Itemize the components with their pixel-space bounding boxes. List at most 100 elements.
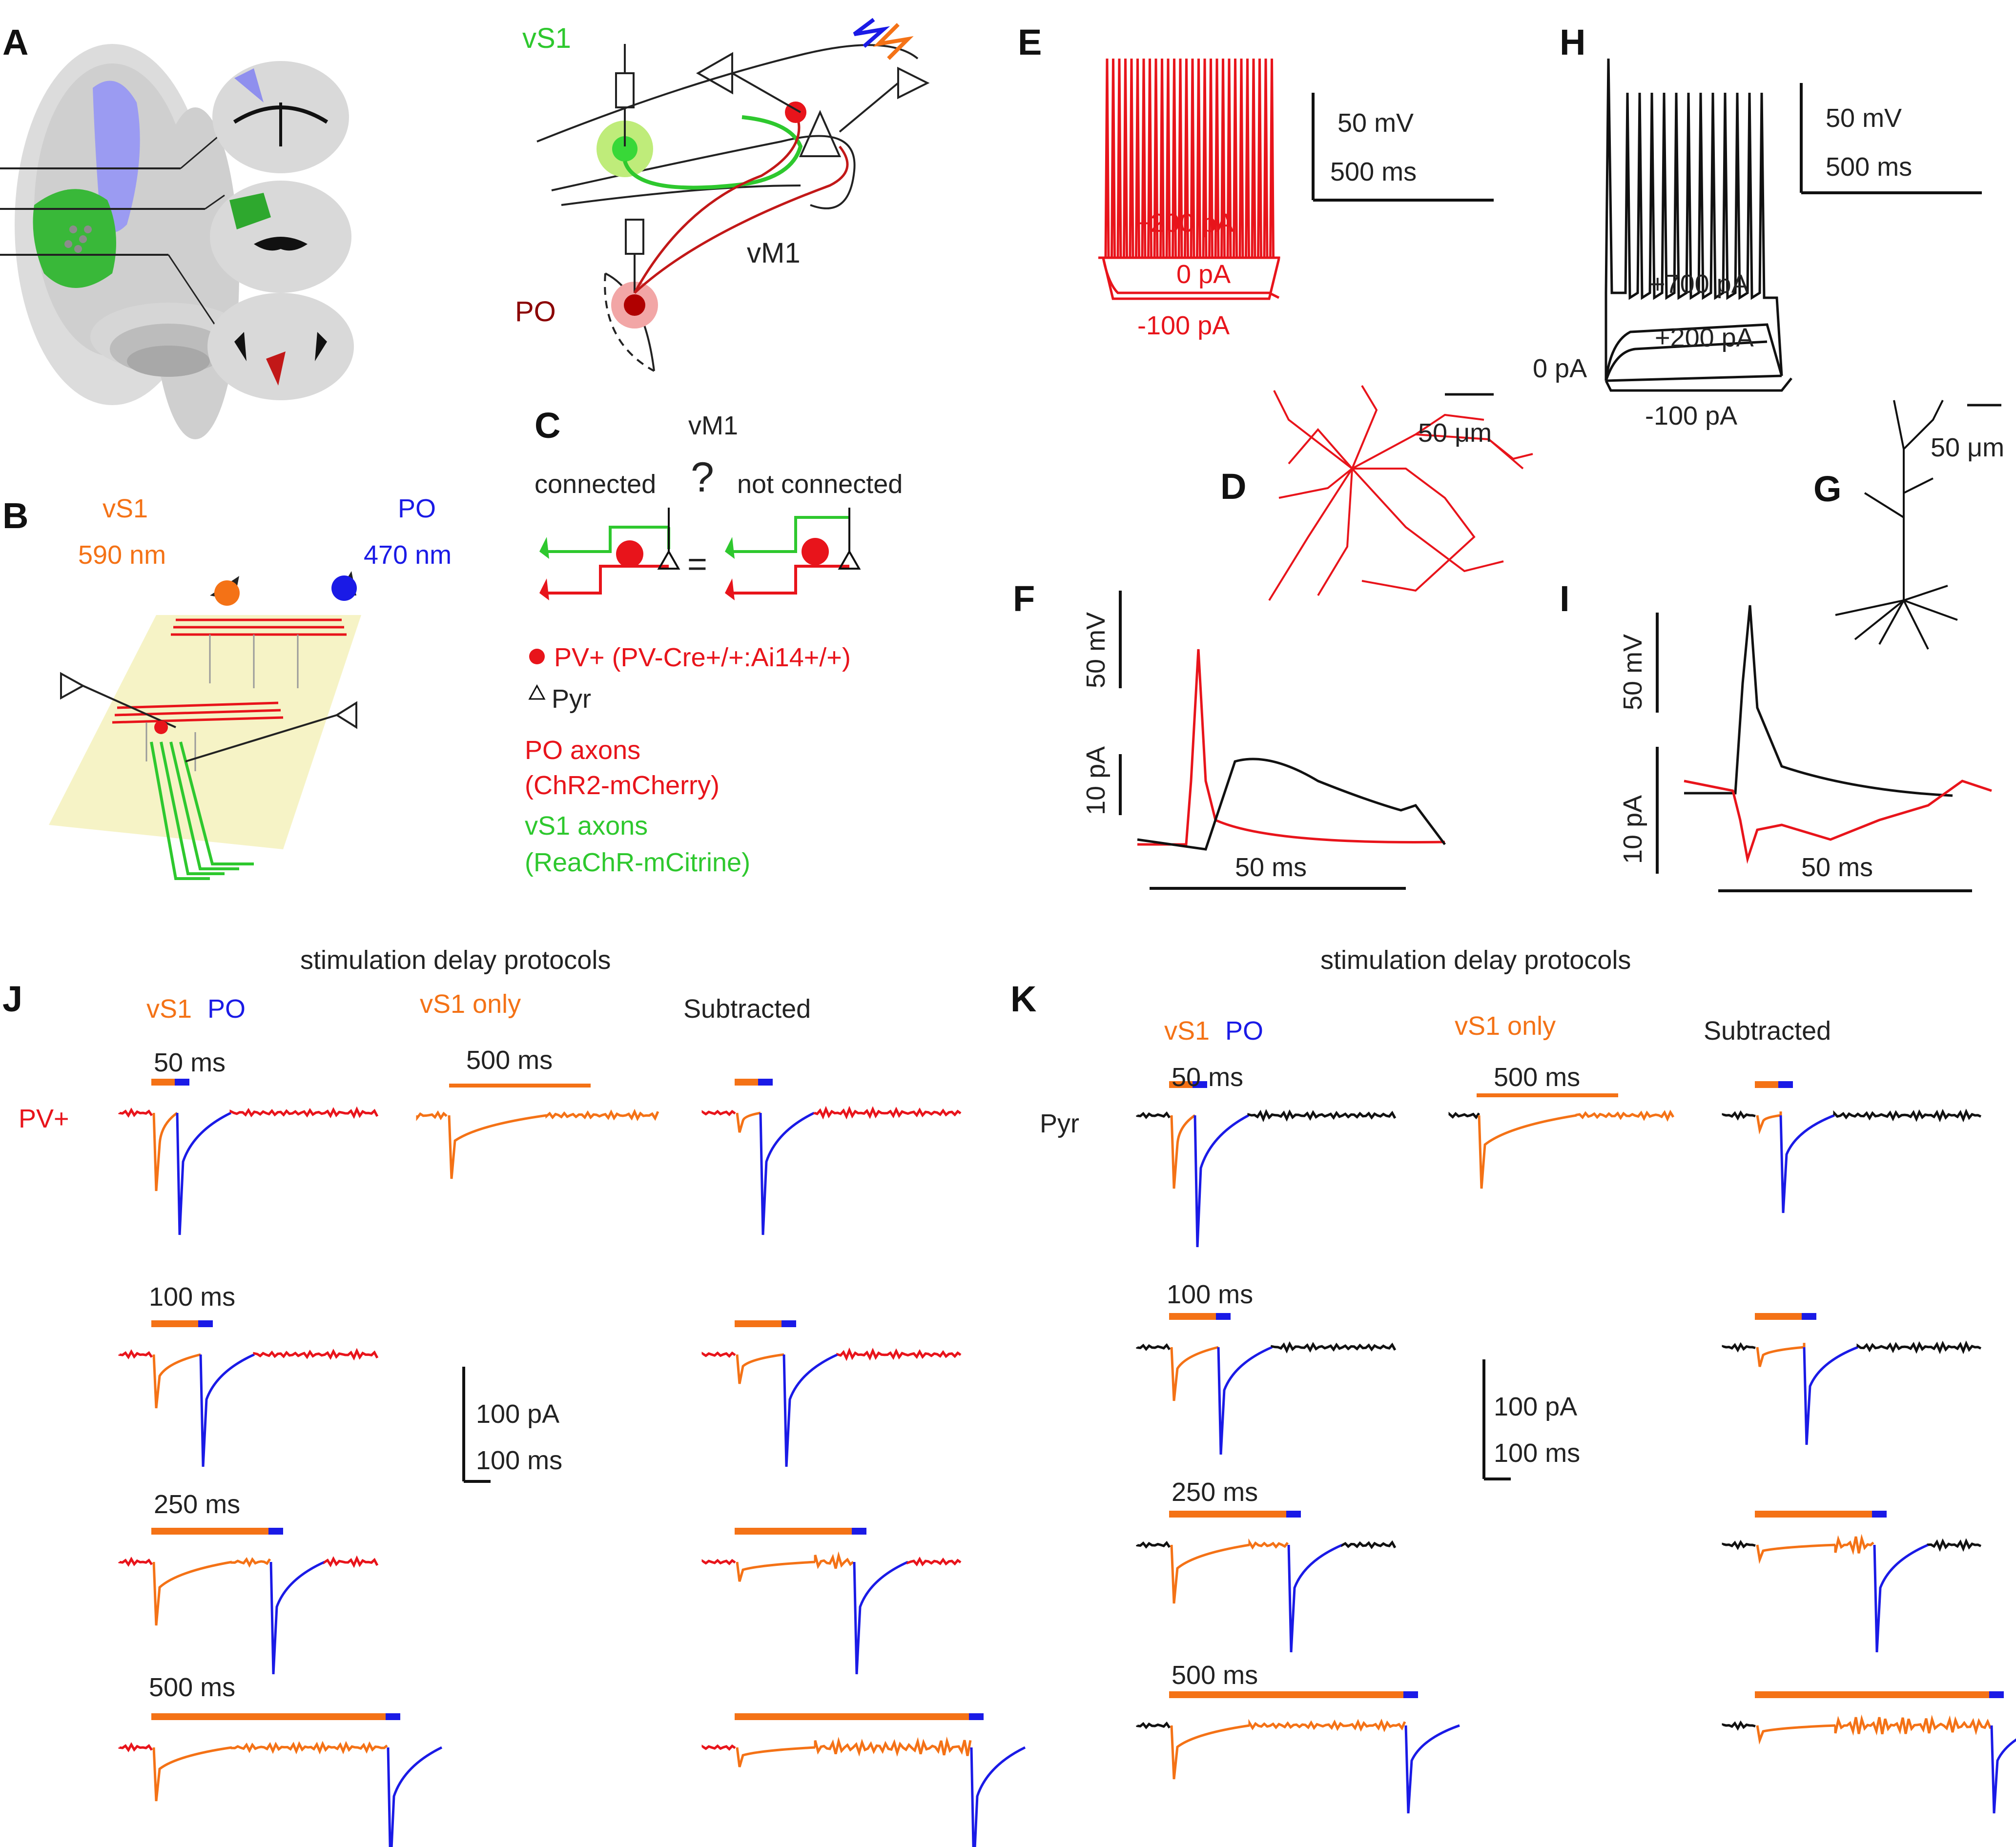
k-sub-row2-baseline-pre	[1722, 1539, 1756, 1550]
k-row1-baseline-pre	[1136, 1343, 1171, 1351]
k-sub-row1-baseline-pre	[1722, 1342, 1756, 1353]
panel-f-ap-and-epsc	[1137, 649, 1446, 851]
b-po-label: PO	[398, 494, 436, 523]
k-row2-po-stim-bar	[1286, 1511, 1301, 1518]
c-legend-chr2: (ChR2-mCherry)	[525, 771, 720, 800]
j-row2-po-stim-bar	[268, 1528, 283, 1535]
k-sub-row3-baseline-pre	[1722, 1720, 1756, 1731]
k-sub-row3-po-stim-bar	[1989, 1691, 2004, 1698]
k-row3-vs1-plateau	[1248, 1718, 1406, 1732]
k-row2-vs1-response	[1170, 1543, 1250, 1604]
k-sub-row2-baseline-post	[1927, 1538, 1982, 1552]
panel-j-scale-bar	[462, 1367, 491, 1483]
j-row3-vs1-response	[152, 1746, 232, 1802]
b-po-wavelength: 470 nm	[364, 540, 452, 570]
k-row2-vs1-stim-bar	[1169, 1511, 1286, 1518]
k-sub-row2-vs1-stim-bar	[1755, 1511, 1872, 1518]
panel-h-voltage-traces	[1605, 58, 1792, 392]
k-vs1only-stim-bar	[1477, 1093, 1618, 1097]
h-step-plus700: +700 pA	[1650, 269, 1749, 299]
c-vm1-label: vM1	[688, 411, 739, 440]
e-step-0: 0 pA	[1176, 260, 1231, 289]
panel-letter-f: F	[1013, 578, 1035, 619]
j-sub-row2-po-response	[853, 1560, 909, 1675]
j-sub-row0-vs1-stim-bar	[735, 1079, 758, 1086]
panel-a-slice-schematic	[536, 44, 919, 372]
f-scale-pa: 10 pA	[1081, 746, 1111, 815]
j-sub-row2-baseline-pre	[701, 1559, 736, 1565]
k-col1-vs1: vS1	[1164, 1016, 1210, 1046]
a-vs1-label: vS1	[522, 22, 571, 54]
j-row3-vs1-stim-bar	[151, 1713, 386, 1720]
d-scale-label: 50 μm	[1418, 418, 1492, 448]
k-delay-100: 100 ms	[1167, 1280, 1254, 1309]
j-sub-row0-vs1-response	[736, 1111, 761, 1133]
j-vs1only-delay: 500 ms	[466, 1046, 553, 1075]
panel-letter-h: H	[1560, 22, 1586, 62]
h-step-minus100: -100 pA	[1645, 401, 1738, 431]
j-col1-po: PO	[207, 994, 246, 1024]
j-row0-vs1-stim-bar	[151, 1079, 175, 1086]
c-question-mark: ?	[691, 454, 714, 501]
j-row3-baseline-pre	[118, 1742, 153, 1753]
j-col1-vs1: vS1	[146, 994, 192, 1024]
c-legend-po-axons: PO axons	[525, 736, 641, 765]
k-sub-row1-po-response	[1803, 1346, 1858, 1445]
k-vs1only-base	[1448, 1111, 1481, 1120]
j-row2-po-response	[269, 1560, 326, 1675]
j-row1-vs1-response	[152, 1353, 201, 1409]
k-sub-row1-baseline-post	[1856, 1340, 1982, 1354]
j-sub-row2-baseline-post	[906, 1556, 962, 1567]
e-scale-mv: 50 mV	[1337, 108, 1414, 138]
h-scale-ms: 500 ms	[1826, 152, 1913, 182]
panel-letter-k: K	[1010, 979, 1037, 1019]
j-vs1only-response	[448, 1114, 547, 1179]
j-sub-row2-vs1-response	[736, 1560, 816, 1582]
panel-b-slice-illustration	[49, 571, 361, 880]
k-sub-row2-po-response	[1873, 1543, 1929, 1653]
k-scale-pa: 100 pA	[1494, 1392, 1578, 1421]
c-legend-vs1-axons: vS1 axons	[525, 811, 648, 841]
j-col2-label: vS1 only	[420, 989, 521, 1019]
panel-f-scale-bars	[1119, 591, 1406, 890]
k-row3-po-response	[1404, 1724, 1460, 1814]
c-legend-pyr: Pyr	[552, 684, 591, 714]
j-row0-po-response	[176, 1111, 232, 1235]
b-vs1-label: vS1	[103, 494, 148, 523]
c-legend-pv: PV+ (PV-Cre+/+:Ai14+/+)	[554, 643, 851, 672]
h-step-0: 0 pA	[1533, 354, 1587, 383]
k-row1-baseline-post	[1271, 1341, 1397, 1354]
h-scale-mv: 50 mV	[1826, 103, 1902, 133]
k-sub-row2-vs1-plateau	[1834, 1534, 1874, 1555]
e-step-plus200: +200 pA	[1135, 208, 1234, 238]
k-sub-row3-vs1-plateau	[1834, 1714, 1992, 1736]
j-row1-po-response	[199, 1353, 255, 1467]
panel-k-scale-bar	[1482, 1359, 1511, 1480]
panel-i-ap-and-epsc	[1684, 605, 1992, 864]
j-sub-row1-po-response	[782, 1353, 839, 1467]
k-row0-po-response	[1193, 1114, 1250, 1248]
panel-a-injections	[597, 18, 930, 328]
k-vs1only-tail	[1575, 1109, 1675, 1122]
k-title: stimulation delay protocols	[1320, 945, 1631, 975]
j-row3-vs1-plateau	[230, 1741, 388, 1755]
j-scale-ms: 100 ms	[476, 1446, 563, 1475]
h-step-plus200: +200 pA	[1655, 323, 1754, 352]
j-sub-row0-po-response	[759, 1111, 815, 1235]
k-row1-po-stim-bar	[1216, 1313, 1231, 1320]
panel-jk-traces	[118, 1079, 2016, 1847]
j-vs1only-base	[416, 1110, 448, 1121]
j-sub-row1-po-stim-bar	[782, 1320, 796, 1327]
k-row1-vs1-stim-bar	[1169, 1313, 1216, 1320]
j-row1-baseline-post	[253, 1348, 379, 1361]
k-row3-vs1-response	[1170, 1724, 1250, 1780]
k-delay-500: 500 ms	[1172, 1661, 1258, 1690]
j-row1-baseline-pre	[118, 1349, 153, 1360]
k-sub-row0-vs1-response	[1756, 1114, 1781, 1135]
j-sub-row2-vs1-stim-bar	[735, 1528, 852, 1535]
j-title: stimulation delay protocols	[300, 945, 611, 975]
k-row2-baseline-pre	[1136, 1540, 1171, 1549]
panel-e-scale-bars	[1312, 93, 1494, 202]
k-row2-po-response	[1287, 1543, 1343, 1653]
